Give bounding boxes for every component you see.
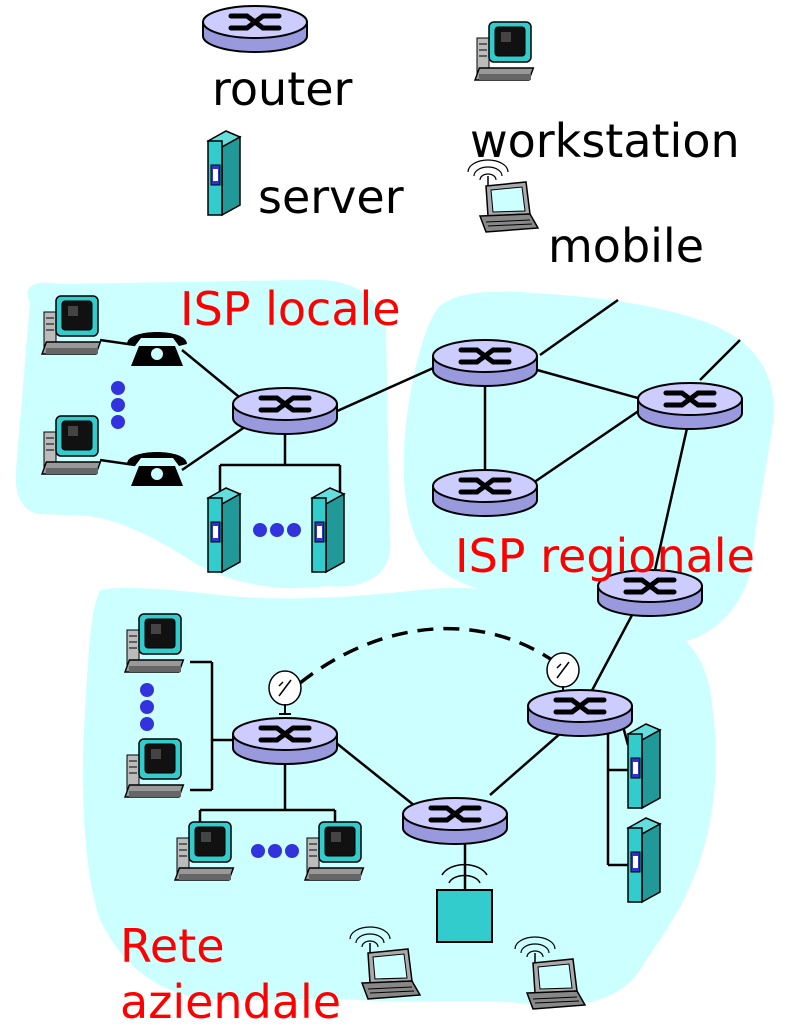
local-isp-cloud (15, 279, 391, 589)
ellipsis-dot (253, 523, 267, 537)
legend-router-icon (203, 6, 307, 52)
ellipsis-dot (111, 398, 125, 412)
ellipsis-dot (140, 717, 154, 731)
regional-isp-label: ISP regionale (455, 529, 755, 583)
ellipsis-dot (111, 415, 125, 429)
access-point-icon (436, 889, 493, 943)
router-icon (638, 383, 742, 429)
legend-router-label: router (212, 62, 353, 116)
legend-workstation-icon (474, 21, 535, 81)
wireless-signal-icon (441, 863, 488, 884)
router-icon (433, 340, 537, 386)
router-icon (233, 718, 337, 764)
server-icon (207, 487, 241, 573)
ellipsis-dot (140, 683, 154, 697)
local-isp: ISP locale (41, 282, 401, 573)
server-icon (311, 487, 345, 573)
router-icon (233, 388, 337, 434)
ellipsis-dot (140, 700, 154, 714)
router-icon (528, 690, 632, 736)
ellipsis-dot (287, 523, 301, 537)
regional-isp: ISP regionale (433, 340, 755, 616)
legend-workstation-label: workstation (470, 114, 740, 168)
router-icon (433, 470, 537, 516)
legend-mobile-label: mobile (548, 219, 704, 273)
server-icon (627, 723, 661, 809)
company-network-label-line2: aziendale (120, 975, 341, 1029)
company-network-label-line1: Rete (120, 919, 225, 973)
legend: router workstation server mobile (203, 6, 740, 273)
ellipsis-dot (270, 523, 284, 537)
ellipsis-dot (268, 844, 282, 858)
legend-server-label: server (258, 170, 404, 224)
router-icon (403, 798, 507, 844)
legend-mobile-icon (467, 159, 539, 233)
company-network: Rete aziendale (120, 613, 661, 1029)
local-isp-label: ISP locale (180, 282, 401, 336)
ellipsis-dot (285, 844, 299, 858)
legend-server-icon (207, 130, 241, 216)
ellipsis-dot (251, 844, 265, 858)
ellipsis-dot (111, 381, 125, 395)
server-icon (627, 817, 661, 903)
network-links (99, 298, 741, 890)
